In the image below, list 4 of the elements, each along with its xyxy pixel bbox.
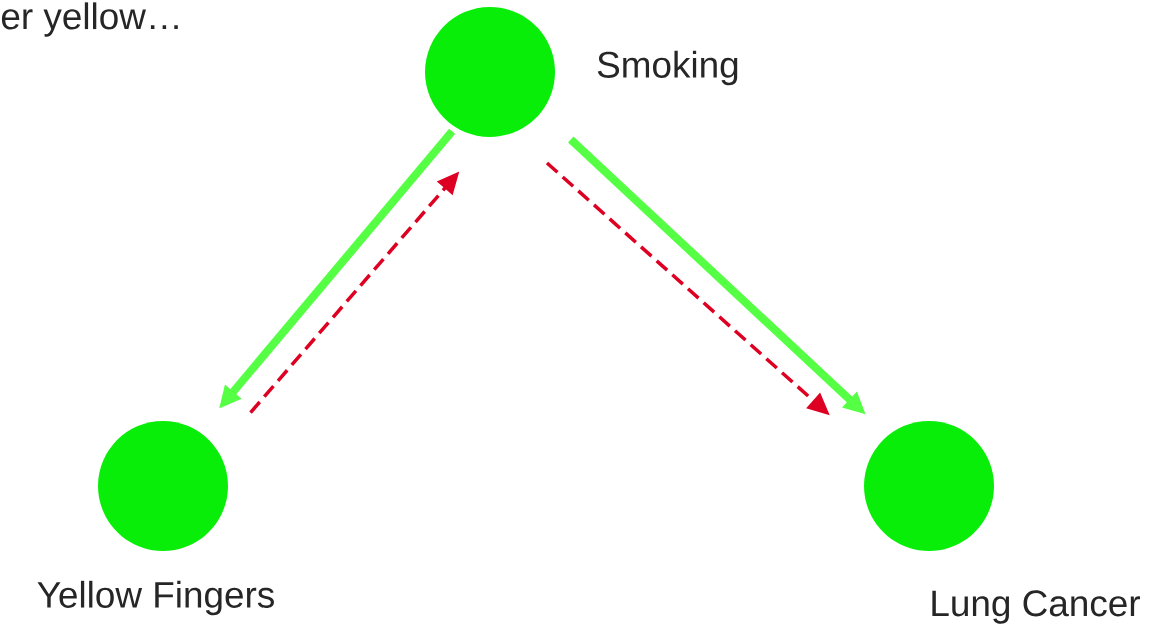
node-label: Lung Cancer: [932, 590, 1140, 624]
note-text: er yellow…: [1, 2, 178, 37]
node-label: Smoking: [597, 50, 738, 86]
node-label: Yellow Fingers: [37, 580, 274, 616]
